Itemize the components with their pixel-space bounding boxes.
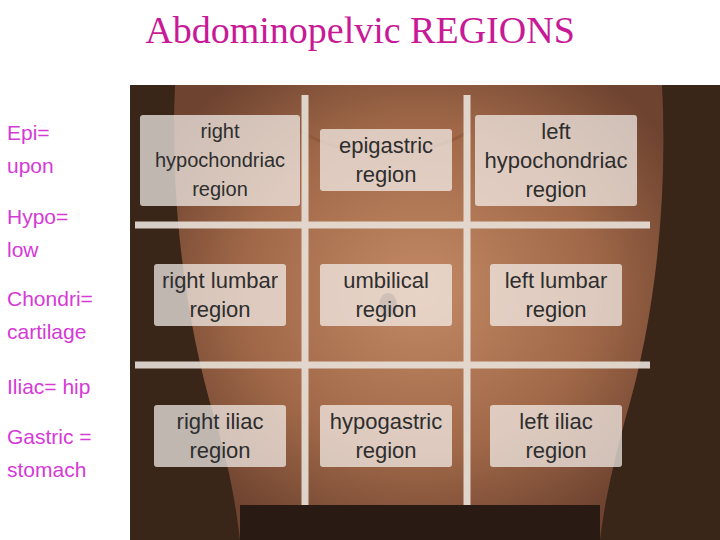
region-label: right iliac region [154,405,286,467]
region-label: left lumbar region [490,264,622,326]
region-cell: right lumbar region [140,230,300,360]
region-label: umbilical region [320,264,452,326]
region-cell: epigastric region [310,100,462,220]
region-cell: left hypochondriac region [472,100,640,220]
term-definition: Iliac= hip [7,370,132,403]
term-definition: Hypo= low [7,200,82,266]
region-label: hypogastric region [320,405,452,467]
region-cell: hypogastric region [310,370,462,502]
term-definition: Gastric = stomach [7,420,107,486]
region-label: epigastric region [320,129,452,191]
region-label: right lumbar region [154,264,286,326]
term-definition: Epi= upon [7,116,77,182]
region-label: left iliac region [490,405,622,467]
region-label: left hypochondriac region [475,115,637,206]
term-definition: Chondri= cartilage [7,282,122,348]
page-title: Abdominopelvic REGIONS [0,8,720,52]
region-cell: right hypochondriac region [140,100,300,220]
region-cell: umbilical region [310,230,462,360]
region-cell: right iliac region [140,370,300,502]
region-label: right hypochondriac region [140,115,300,206]
region-cell: left iliac region [472,370,640,502]
region-cell: left lumbar region [472,230,640,360]
